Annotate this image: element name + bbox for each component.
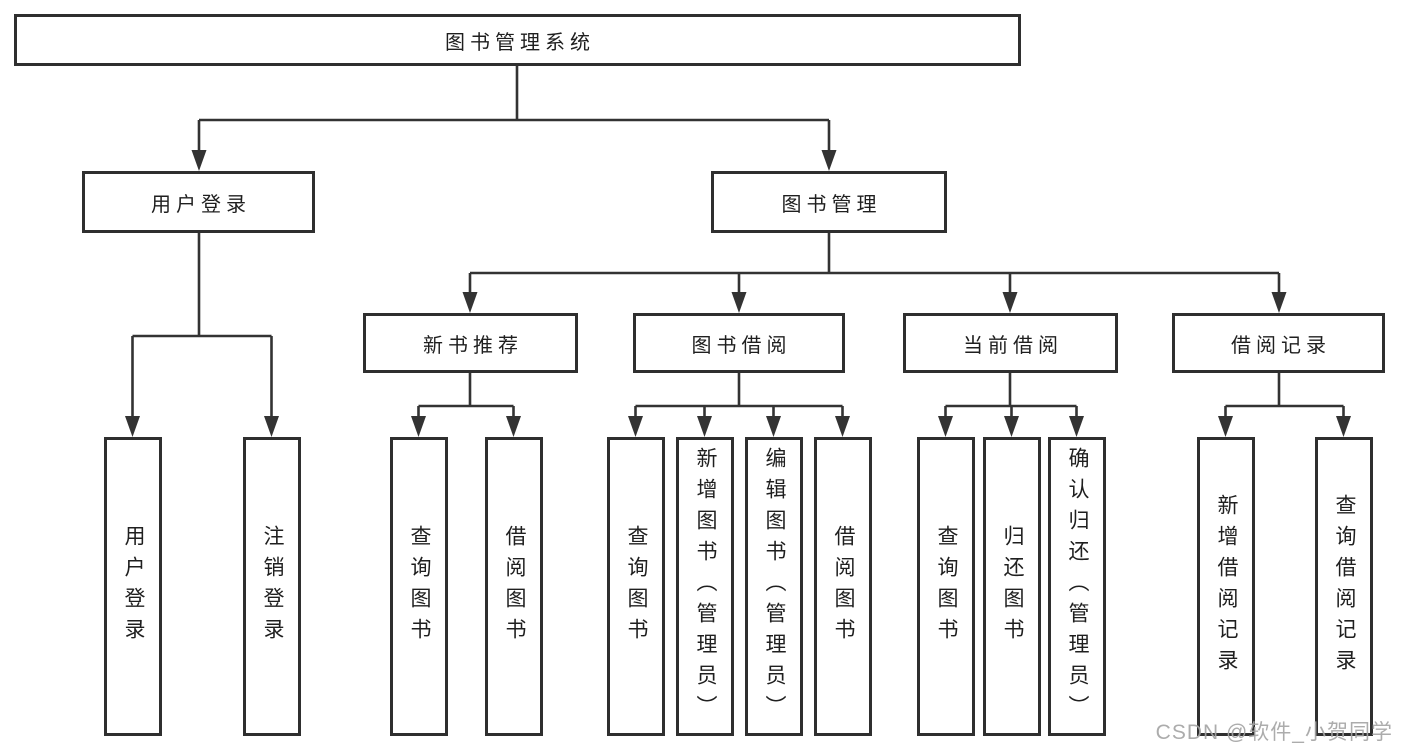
leaf-query-borrow-record-label: 查询借阅记录	[1333, 493, 1356, 680]
leaf-query-books-borrow: 查询图书	[607, 437, 665, 736]
leaf-query-books-current: 查询图书	[917, 437, 975, 736]
leaf-user-login: 用户登录	[104, 437, 162, 736]
leaf-return-books: 归还图书	[983, 437, 1041, 736]
leaf-query-books-recommend: 查询图书	[390, 437, 448, 736]
leaf-return-books-label: 归还图书	[1001, 524, 1024, 649]
node-new-book-recommend-label: 新书推荐	[423, 334, 523, 357]
node-book-borrow-label: 图书借阅	[691, 334, 792, 357]
leaf-user-login-label: 用户登录	[122, 524, 145, 649]
leaf-edit-books-admin: 编辑图书（管理员）	[745, 437, 803, 736]
node-current-borrow: 当前借阅	[903, 313, 1118, 373]
leaf-borrow-books-recommend-label: 借阅图书	[503, 524, 526, 649]
leaf-add-books-admin-label: 新增图书（管理员）	[694, 447, 717, 726]
leaf-edit-books-admin-label: 编辑图书（管理员）	[763, 447, 786, 726]
leaf-query-books-current-label: 查询图书	[935, 524, 958, 649]
leaf-logout-login-label: 注销登录	[261, 524, 284, 649]
node-book-borrow: 图书借阅	[633, 313, 845, 373]
node-root-system: 图书管理系统	[14, 14, 1021, 66]
leaf-query-books-borrow-label: 查询图书	[625, 524, 648, 649]
leaf-borrow-books-recommend: 借阅图书	[485, 437, 543, 736]
node-borrow-records-label: 借阅记录	[1231, 334, 1331, 357]
node-user-login: 用户登录	[82, 171, 315, 233]
leaf-confirm-return-admin-label: 确认归还（管理员）	[1066, 447, 1089, 726]
leaf-add-books-admin: 新增图书（管理员）	[676, 437, 734, 736]
node-book-management-label: 图书管理	[781, 193, 882, 216]
leaf-query-books-recommend-label: 查询图书	[408, 524, 431, 649]
node-current-borrow-label: 当前借阅	[963, 334, 1063, 357]
leaf-add-borrow-record: 新增借阅记录	[1197, 437, 1255, 736]
leaf-confirm-return-admin: 确认归还（管理员）	[1048, 437, 1106, 736]
leaf-query-borrow-record: 查询借阅记录	[1315, 437, 1373, 736]
csdn-watermark: CSDN @软件_小贺同学	[1155, 721, 1393, 744]
node-book-management: 图书管理	[711, 171, 947, 233]
node-root-label: 图书管理系统	[445, 31, 595, 54]
leaf-add-borrow-record-label: 新增借阅记录	[1215, 493, 1238, 680]
leaf-borrow-books: 借阅图书	[814, 437, 872, 736]
node-new-book-recommend: 新书推荐	[363, 313, 578, 373]
node-user-login-label: 用户登录	[151, 193, 251, 216]
leaf-borrow-books-label: 借阅图书	[832, 524, 855, 649]
node-borrow-records: 借阅记录	[1172, 313, 1385, 373]
leaf-logout-login: 注销登录	[243, 437, 301, 736]
